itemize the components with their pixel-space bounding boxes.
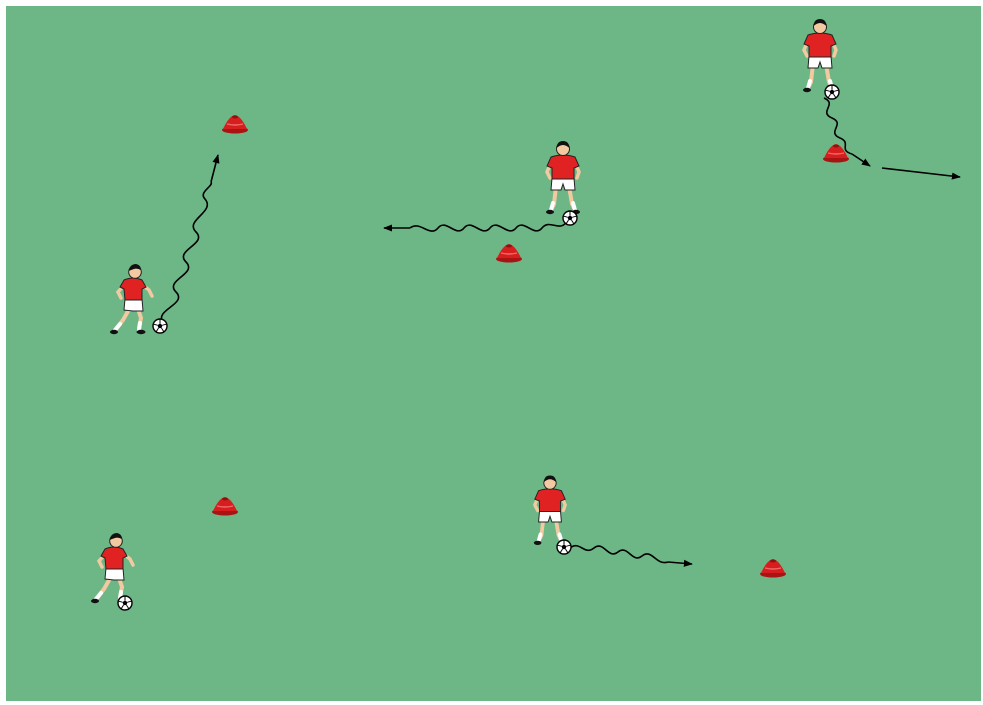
training-pitch bbox=[6, 6, 981, 701]
ball-5 bbox=[557, 540, 571, 554]
player-4 bbox=[91, 533, 133, 603]
player-3 bbox=[803, 19, 837, 92]
dribble-arrow-1 bbox=[211, 155, 218, 182]
drill-diagram bbox=[6, 6, 981, 701]
dribble-path-4 bbox=[570, 546, 668, 563]
cone-5 bbox=[760, 559, 786, 578]
ball-2 bbox=[563, 211, 577, 225]
dribble-path-2 bbox=[410, 220, 568, 231]
ball-1 bbox=[153, 319, 167, 333]
cone-1 bbox=[222, 115, 248, 134]
ball-4 bbox=[118, 596, 132, 610]
dribble-arrow-4 bbox=[668, 562, 692, 564]
ball-3 bbox=[825, 85, 839, 99]
dribble-arrow-3 bbox=[852, 154, 870, 166]
cone-2 bbox=[496, 244, 522, 263]
player-5 bbox=[534, 475, 566, 545]
run-path-5 bbox=[882, 168, 960, 177]
cone-4 bbox=[212, 497, 238, 516]
dribble-path-1 bbox=[161, 182, 211, 322]
player-1 bbox=[110, 264, 152, 334]
player-2 bbox=[546, 141, 580, 214]
